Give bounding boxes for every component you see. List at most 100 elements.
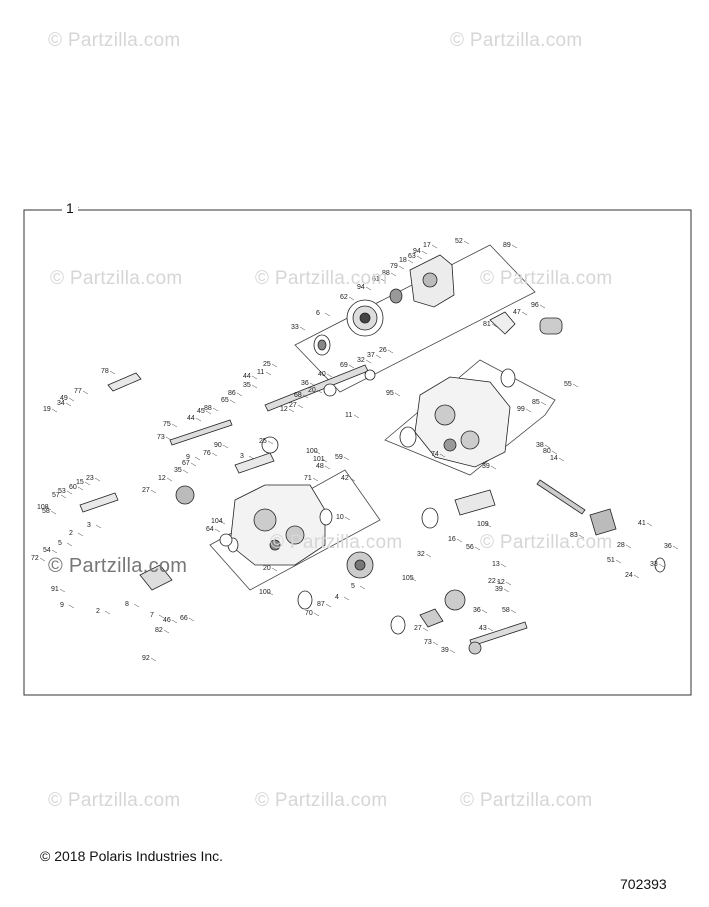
- callout-leader: [540, 401, 547, 406]
- callout-leader: [205, 410, 212, 415]
- callout-label: 36: [301, 380, 309, 387]
- callout-leader: [66, 542, 73, 547]
- callout-leader: [66, 490, 73, 495]
- callout-leader: [539, 304, 546, 309]
- callout-label: 11: [345, 412, 352, 419]
- callout-leader: [321, 458, 328, 463]
- callout-leader: [212, 407, 219, 412]
- callout-leader: [365, 286, 372, 291]
- callout-label: 18: [399, 257, 407, 264]
- callout-leader: [190, 462, 197, 467]
- callout-label: 46: [163, 617, 171, 624]
- callout-label: 101: [313, 456, 325, 463]
- watermark-lower-right: © Partzilla.com: [480, 532, 613, 553]
- callout-label: 89: [503, 242, 511, 249]
- callout-label: 90: [214, 442, 222, 449]
- callout-label: 83: [570, 532, 578, 539]
- callout-leader: [188, 617, 195, 622]
- callout-label: 3: [87, 522, 91, 529]
- callout-leader: [150, 489, 157, 494]
- callout-leader: [95, 524, 102, 529]
- callout-leader: [481, 609, 488, 614]
- callout-leader: [316, 389, 323, 394]
- callout-leader: [104, 610, 111, 615]
- callout-label: 57: [52, 492, 60, 499]
- callout-label: 48: [316, 463, 324, 470]
- callout-label: 2: [96, 608, 100, 615]
- shaft-assemblies: [79, 364, 666, 655]
- callout-leader: [544, 444, 551, 449]
- callout-leader: [195, 417, 202, 422]
- callout-leader: [525, 408, 532, 413]
- callout-leader: [672, 545, 679, 550]
- callout-label: 75: [163, 421, 171, 428]
- callout-label: 88: [382, 270, 390, 277]
- callout-leader: [267, 440, 274, 445]
- callout-leader: [50, 510, 57, 515]
- callout-leader: [422, 627, 429, 632]
- callout-leader: [325, 603, 332, 608]
- callout-label: 77: [74, 388, 82, 395]
- watermark-mid-left: © Partzilla.com: [50, 268, 183, 289]
- callout-leader: [229, 399, 236, 404]
- callout-leader: [394, 392, 401, 397]
- callout-leader: [214, 528, 221, 533]
- callout-leader: [416, 255, 423, 260]
- callout-leader: [299, 326, 306, 331]
- callout-leader: [485, 523, 492, 528]
- callout-leader: [491, 323, 498, 328]
- callout-leader: [487, 627, 494, 632]
- callout-leader: [166, 477, 173, 482]
- callout-label: 51: [607, 557, 615, 564]
- callout-leader: [521, 311, 528, 316]
- callout-label: 100: [259, 589, 271, 596]
- callout-label: 12: [158, 475, 166, 482]
- callout-leader: [625, 544, 632, 549]
- callout-leader: [456, 538, 463, 543]
- callout-leader: [558, 457, 565, 462]
- callout-leader: [633, 574, 640, 579]
- watermark-bottom-right: © Partzilla.com: [460, 790, 593, 811]
- callout-leader: [421, 250, 428, 255]
- watermark-bottom-center: © Partzilla.com: [255, 790, 388, 811]
- callout-label: 47: [513, 309, 521, 316]
- callout-label: 37: [367, 352, 375, 359]
- callout-label: 16: [448, 536, 456, 543]
- callout-label: 85: [532, 399, 540, 406]
- callout-label: 42: [341, 475, 349, 482]
- callout-label: 17: [423, 242, 431, 249]
- callout-leader: [343, 456, 350, 461]
- callout-label: 63: [408, 253, 416, 260]
- callout-label: 20: [308, 387, 316, 394]
- callout-leader: [77, 532, 84, 537]
- callout-label: 13: [492, 561, 500, 568]
- diagram-frame: [23, 209, 692, 696]
- callout-label: 86: [228, 390, 236, 397]
- callout-leader: [658, 563, 665, 568]
- callout-label: 12: [280, 406, 288, 413]
- callout-label: 65: [221, 397, 229, 404]
- copyright-notice: © 2018 Polaris Industries Inc.: [40, 848, 224, 864]
- callout-label: 27: [289, 402, 297, 409]
- callout-leader: [171, 423, 178, 428]
- callout-label: 4: [335, 594, 339, 601]
- callout-leader: [407, 259, 414, 264]
- callout-leader: [314, 450, 321, 455]
- callout-label: 104: [211, 518, 223, 525]
- callout-label: 2: [69, 530, 73, 537]
- callout-leader: [500, 563, 507, 568]
- callout-label: 74: [431, 451, 439, 458]
- callout-leader: [109, 370, 116, 375]
- callout-label: 15: [76, 479, 84, 486]
- callout-label: 60: [69, 484, 77, 491]
- callout-label: 109: [477, 521, 489, 528]
- callout-label: 39: [482, 463, 490, 470]
- callout-label: 44: [243, 373, 251, 380]
- callout-label: 94: [413, 248, 421, 255]
- callout-leader: [51, 408, 58, 413]
- callout-label: 87: [317, 601, 325, 608]
- callout-label: 52: [455, 238, 463, 245]
- callout-label: 26: [379, 347, 387, 354]
- callout-label: 81: [483, 321, 491, 328]
